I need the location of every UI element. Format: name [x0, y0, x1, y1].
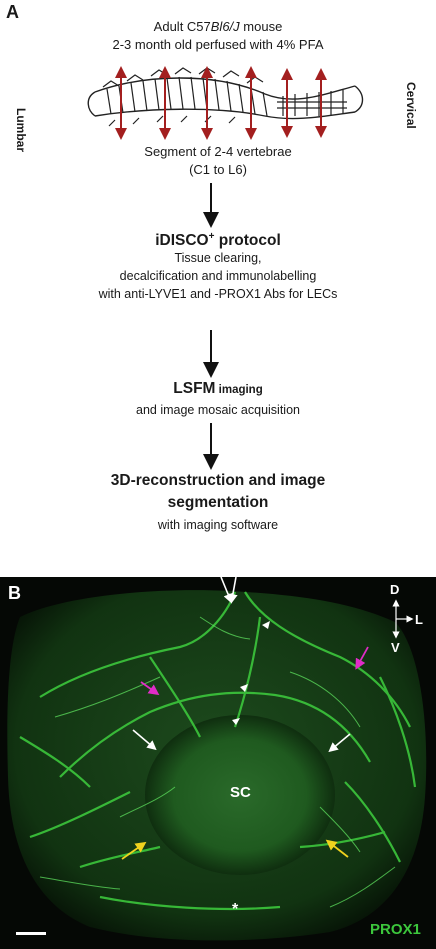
spinal-cord	[145, 715, 335, 875]
panel-b-micrograph: B SC * PROX1 D L V	[0, 577, 436, 949]
mouse-strain-prefix: Adult C57	[153, 19, 211, 34]
magenta-arrow	[355, 646, 369, 670]
prox1-fluorescence-image	[7, 577, 427, 941]
arrowheads	[232, 621, 270, 725]
lymphatic-vessels	[19, 591, 417, 911]
step2-title-main: LSFM	[173, 380, 216, 397]
segment-line2: (C1 to L6)	[189, 162, 247, 177]
step2-line1: and image mosaic acquisition	[136, 403, 300, 417]
arrowhead	[232, 718, 240, 725]
white-arrow	[228, 577, 238, 604]
step1-line1: Tissue clearing,	[174, 251, 262, 265]
prox1-label: PROX1	[370, 921, 421, 938]
step1-line3: with anti-LYVE1 and -PROX1 Abs for LECs	[98, 287, 338, 301]
panel-a-letter: A	[6, 2, 19, 22]
magenta-arrows	[140, 646, 369, 696]
lymphatic-vessels-fine	[39, 616, 396, 908]
segment-line1: Segment of 2-4 vertebrae	[144, 144, 292, 159]
mouse-strain-suffix: mouse	[239, 19, 283, 34]
compass-dorsal: D	[390, 582, 400, 597]
step1-title-suffix: protocol	[214, 232, 281, 250]
step1-title-sup: +	[208, 231, 215, 242]
step3-title-line1: 3D-reconstruction and image	[110, 472, 326, 489]
step2-title-small: imaging	[215, 384, 263, 396]
yellow-arrow	[325, 839, 349, 858]
mouse-description-line1: Adult C57Bl6/J mouse	[0, 18, 436, 35]
step3-title-line2: segmentation	[167, 494, 269, 511]
white-arrow	[132, 729, 157, 751]
yellow-arrow	[121, 841, 147, 860]
compass-lateral: L	[415, 612, 423, 627]
step1-title-main: iDISCO	[155, 232, 209, 250]
compass-ventral: V	[391, 640, 400, 655]
scale-bar	[16, 932, 46, 935]
flow-arrows	[203, 183, 219, 470]
step2-title: LSFM imaging	[0, 378, 436, 401]
mouse-strain-italic: Bl6/J	[210, 19, 240, 34]
step1-title: iDISCO+ protocol	[0, 226, 436, 251]
spinal-cord-label: SC	[230, 784, 251, 801]
mouse-description-line2: 2-3 month old perfused with 4% PFA	[112, 37, 324, 52]
arrowhead	[240, 684, 248, 692]
step3-line1: with imaging software	[157, 518, 279, 532]
white-arrow	[328, 733, 351, 753]
cut-arrows	[115, 66, 327, 140]
magenta-arrow	[140, 681, 160, 696]
spine-illustration	[87, 66, 364, 140]
orientation-compass	[392, 599, 414, 639]
arrowhead	[262, 621, 270, 629]
white-arrows	[132, 577, 351, 753]
step1-line2: decalcification and immunolabelling	[119, 269, 317, 283]
yellow-arrows	[121, 839, 349, 860]
panel-b-letter: B	[8, 583, 21, 603]
asterisk-marker: *	[232, 901, 239, 918]
